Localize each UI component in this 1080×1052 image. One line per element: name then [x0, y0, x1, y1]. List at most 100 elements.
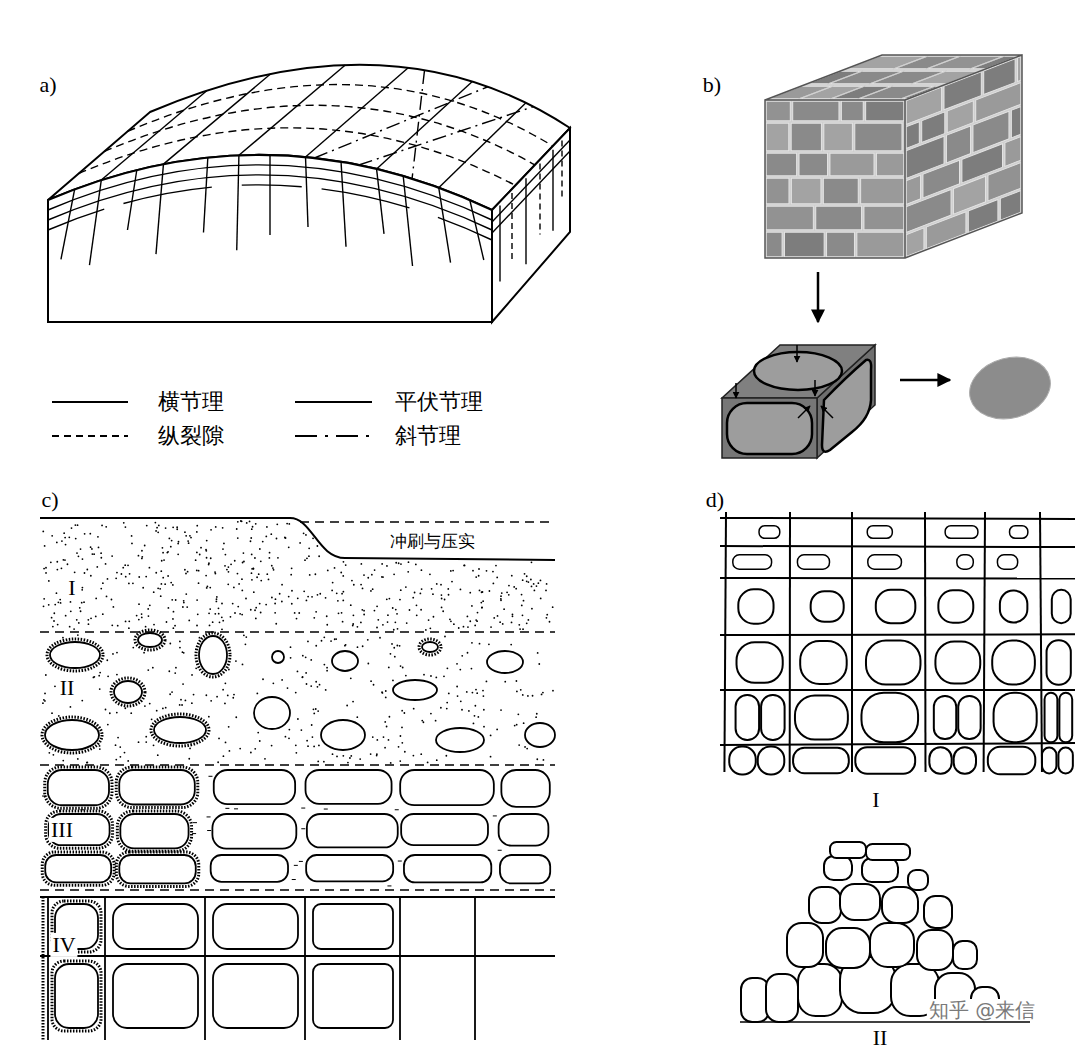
grain-dot — [517, 713, 519, 715]
grain-dot — [399, 760, 401, 762]
grain-dot — [285, 736, 287, 738]
grain-dot — [344, 645, 346, 647]
grain-dot — [57, 601, 59, 603]
grain-dot — [185, 700, 187, 702]
corestone — [45, 855, 111, 882]
grain-dot — [334, 638, 336, 640]
grain-dot — [345, 644, 347, 646]
grain-dot — [286, 523, 288, 525]
grain-dot — [398, 746, 400, 748]
grain-dot — [56, 569, 58, 571]
grain-dot — [477, 612, 479, 614]
grain-dot — [84, 572, 86, 574]
legend-text: 纵裂隙 — [158, 424, 224, 448]
boulder — [737, 642, 783, 683]
cross-joint — [306, 157, 308, 227]
grain-dot — [233, 694, 235, 696]
grain-dot — [475, 619, 477, 621]
grain-dot — [523, 722, 525, 724]
grain-dot — [78, 555, 80, 557]
grain-dot — [165, 527, 167, 529]
grain-dot — [477, 716, 479, 718]
grain-dot — [168, 538, 170, 540]
panel-letter: c) — [39, 488, 60, 512]
grain-dot — [51, 712, 53, 714]
grain-dot — [486, 570, 488, 572]
grain-dot — [546, 614, 548, 616]
grain-dot — [353, 584, 355, 586]
grain-dot — [405, 586, 407, 588]
grain-dot — [183, 652, 185, 654]
matrix-dash — [193, 822, 197, 823]
grain-dot — [125, 576, 127, 578]
rounded-core-right — [822, 360, 871, 452]
grain-dot — [71, 527, 73, 529]
boulder — [866, 640, 920, 684]
grain-dot — [222, 548, 224, 550]
grain-dot — [186, 606, 188, 608]
grain-dot — [482, 591, 484, 593]
grain-dot — [200, 547, 202, 549]
grain-dot — [65, 544, 67, 546]
grain-dot — [299, 542, 301, 544]
cube-top-face — [765, 55, 1022, 100]
grain-dot — [527, 695, 529, 697]
rock-block — [1011, 107, 1020, 138]
cross-joint — [156, 164, 163, 254]
grain-dot — [191, 674, 193, 676]
grain-dot — [131, 535, 133, 537]
grain-dot — [98, 547, 100, 549]
boulder — [736, 695, 760, 740]
grain-dot — [427, 762, 429, 764]
rounding-block — [55, 964, 98, 1028]
grain-dot — [296, 618, 298, 620]
grain-dot — [240, 520, 242, 522]
grain-dot — [531, 585, 533, 587]
grain-dot — [224, 565, 226, 567]
grain-dot — [315, 708, 317, 710]
decomposed-matrix — [42, 776, 502, 886]
rounding-block — [313, 964, 393, 1028]
grid-joint — [924, 512, 926, 772]
grain-dot — [53, 612, 55, 614]
grain-dot — [241, 520, 243, 522]
grain-dot — [323, 664, 325, 666]
grain-dot — [552, 690, 554, 692]
grain-dot — [313, 617, 315, 619]
grain-dot — [250, 540, 252, 542]
matrix-dash — [493, 815, 497, 816]
grain-dot — [116, 674, 118, 676]
cross-joint — [237, 155, 239, 250]
boulder — [988, 747, 1035, 775]
rock-block — [791, 178, 821, 204]
boulder — [994, 693, 1037, 742]
grain-dot — [111, 624, 113, 626]
grain-dot — [516, 691, 518, 693]
grain-dot — [304, 559, 306, 561]
face-ground — [765, 55, 1022, 100]
grain-dot — [144, 705, 146, 707]
grain-dot — [99, 688, 101, 690]
boulder — [824, 856, 852, 880]
grain-dot — [515, 588, 517, 590]
legend-line-sample — [295, 435, 372, 437]
grain-dot — [89, 533, 91, 535]
grain-dot — [96, 566, 98, 568]
grain-dot — [65, 615, 67, 617]
grain-dot — [81, 587, 83, 589]
grain-dot — [112, 606, 114, 608]
grain-dot — [172, 584, 174, 586]
grain-dot — [541, 694, 543, 696]
grain-dot — [228, 571, 230, 573]
grain-dot — [208, 562, 210, 564]
grain-dot — [456, 663, 458, 665]
grain-dot — [132, 582, 134, 584]
boulder — [938, 590, 973, 622]
grain-dot — [69, 626, 71, 628]
grain-dot — [288, 523, 290, 525]
rounded-core-front — [727, 403, 812, 454]
grain-dot — [526, 575, 528, 577]
grain-dot — [533, 583, 535, 585]
rock-block — [824, 123, 853, 151]
